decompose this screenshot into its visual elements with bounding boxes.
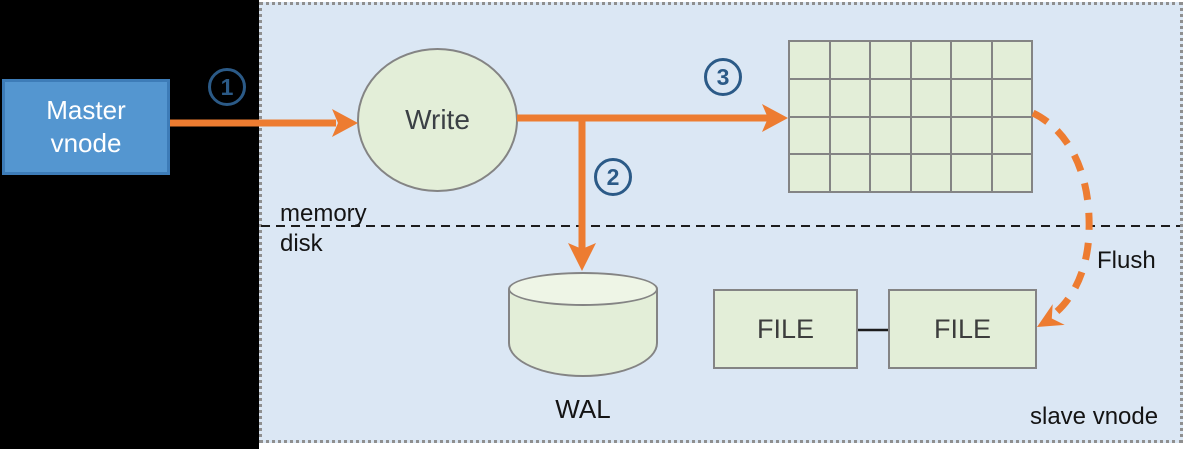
disk-label: disk [280, 230, 323, 257]
memtable-cell [871, 117, 910, 154]
master-vnode-label-line2: vnode [50, 128, 122, 158]
write-node-label: Write [405, 104, 470, 135]
memtable-cell [952, 42, 991, 78]
file-box-2: FILE [888, 289, 1037, 369]
wal-label: WAL [555, 394, 611, 424]
file-box-1-label: FILE [756, 313, 815, 344]
memtable-cell [911, 117, 950, 154]
step-1-number: 1 [220, 73, 234, 100]
memtable-cell [911, 79, 950, 116]
flush-arc [1031, 109, 1093, 317]
step-1-badge: 1 [208, 68, 246, 106]
memtable-cell [952, 155, 991, 191]
memtable-cell [911, 155, 950, 191]
memtable-cell [992, 79, 1031, 116]
memtable-cell [871, 155, 910, 191]
flush-label: Flush [1097, 247, 1156, 274]
memtable-cell [790, 155, 829, 191]
memtable-cell [952, 117, 991, 154]
slave-vnode-label: slave vnode [1030, 403, 1159, 430]
wal-cylinder-top [508, 272, 658, 306]
memtable-cell [790, 117, 829, 154]
memtable-cell [952, 79, 991, 116]
memtable-cell [830, 42, 869, 78]
memory-label: memory [280, 200, 367, 227]
step-3-badge: 3 [704, 58, 742, 96]
step-2-number: 2 [606, 163, 620, 190]
memtable-cell [871, 42, 910, 78]
step-2-badge: 2 [594, 158, 632, 196]
memtable-cell [992, 155, 1031, 191]
file-box-2-label: FILE [933, 313, 992, 344]
memtable-cell [790, 79, 829, 116]
arrow-step3-head [762, 104, 788, 132]
memtable-cell [911, 42, 950, 78]
memtable-grid [788, 40, 1033, 193]
master-vnode-box: Master vnode [2, 79, 170, 175]
arrow-step2-head [568, 243, 596, 271]
flush-arc-head [1037, 304, 1065, 327]
memtable-cell [830, 155, 869, 191]
memtable-cell [992, 42, 1031, 78]
memtable-cell [790, 42, 829, 78]
memtable-cell [830, 79, 869, 116]
memtable-cell [871, 79, 910, 116]
file-box-1: FILE [713, 289, 858, 369]
memtable-cell [830, 117, 869, 154]
memtable-cell [992, 117, 1031, 154]
master-vnode-label-line1: Master [46, 94, 126, 125]
arrow-step1-head [332, 109, 358, 137]
step-3-number: 3 [716, 63, 730, 90]
